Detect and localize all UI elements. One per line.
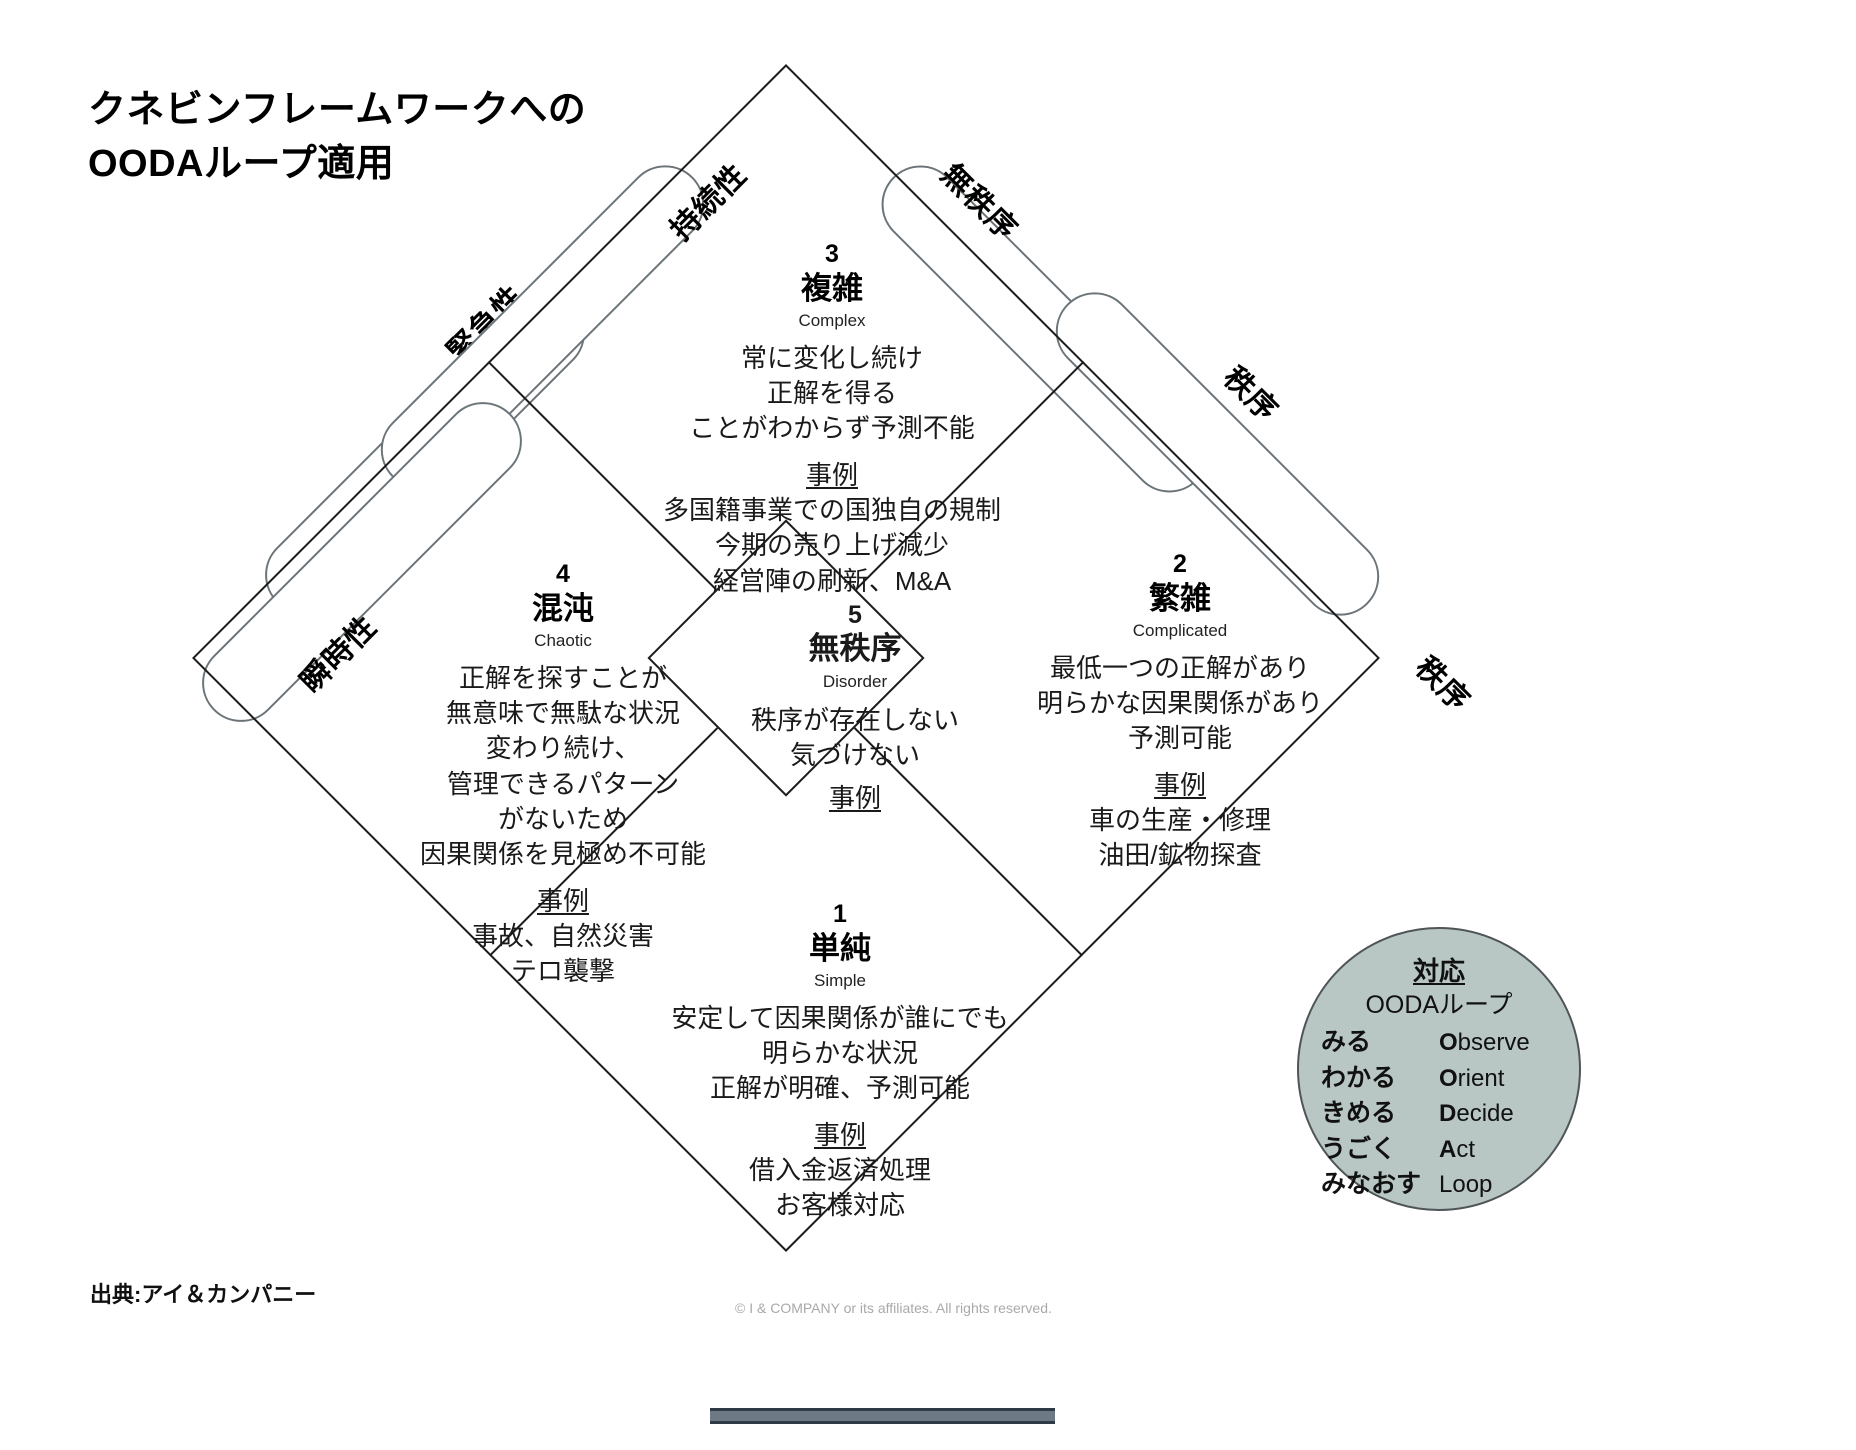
quadrant-simple-number: 1 [833, 900, 847, 928]
quadrant-complex-example-label: 事例 [805, 459, 858, 490]
ooda-subtitle: OODAループ [1365, 991, 1513, 1019]
quadrant-complex-number: 3 [825, 240, 839, 268]
page-title: クネビンフレームワークへの OODAループ適用 [88, 89, 587, 185]
quadrant-simple: 1 単純 Simple 安定して因果関係が誰にでも 明らかな状況 正解が明確、予… [640, 900, 1040, 1224]
ooda-item-en: Observe [1439, 1026, 1530, 1060]
quadrant-disorder-example-label: 事例 [828, 782, 881, 813]
quadrant-complicated-examples: 車の生産・修理 油田/鉱物探査 [1088, 804, 1271, 871]
ooda-row: うごく Act [1321, 1132, 1569, 1168]
ooda-item-initial: A [1439, 1135, 1457, 1163]
quadrant-simple-examples: 借入金返済処理 お客様対応 [748, 1154, 931, 1221]
copyright-notice: © I & COMPANY or its affiliates. All rig… [735, 1300, 1052, 1316]
quadrant-complicated-body: 最低一つの正解があり 明らかな因果関係があり 予測可能 [1036, 652, 1323, 754]
ooda-item-rest: bserve [1457, 1029, 1530, 1056]
ooda-item-en: Loop [1439, 1168, 1492, 1202]
quadrant-chaotic-title-en: Chaotic [534, 631, 592, 651]
ooda-row: みる Observe [1321, 1025, 1569, 1061]
ooda-item-jp: わかる [1321, 1063, 1397, 1092]
ooda-item-initial: O [1439, 1029, 1458, 1056]
rail-label-order-lower: 秩序 [1408, 650, 1477, 719]
quadrant-chaotic: 4 混沌 Chaotic 正解を探すことが 無意味で無駄な状況 変わり続け、 管… [398, 560, 728, 990]
bottom-decorative-bar [710, 1408, 1055, 1424]
ooda-item-en: Orient [1439, 1062, 1504, 1096]
quadrant-chaotic-body: 正解を探すことが 無意味で無駄な状況 変わり続け、 管理できるパターン がないた… [419, 662, 706, 870]
quadrant-disorder: 5 無秩序 Disorder 秩序が存在しない 気づけない 事例 [730, 600, 980, 816]
ooda-item-initial: D [1439, 1100, 1457, 1127]
quadrant-simple-title-en: Simple [814, 971, 866, 991]
ooda-item-en: Decide [1439, 1097, 1514, 1131]
ooda-list: みる Observe わかる Orient きめる Decide うごく Act… [1321, 1025, 1569, 1203]
ooda-loop-circle: 対応 OODAループ みる Observe わかる Orient きめる Dec… [1297, 927, 1581, 1211]
ooda-item-jp: きめる [1321, 1099, 1397, 1127]
quadrant-chaotic-title-jp: 混沌 [532, 590, 594, 626]
quadrant-complex-examples: 多国籍事業での国独自の規制 今期の売り上げ減少 経営陣の刷新、M&A [662, 494, 1001, 596]
source-note: 出典:アイ＆カンパニー [90, 1282, 317, 1307]
quadrant-complex-title-en: Complex [798, 311, 866, 331]
quadrant-complex-body: 常に変化し続け 正解を得る ことがわからず予測不能 [689, 342, 975, 444]
quadrant-simple-example-label: 事例 [813, 1119, 866, 1150]
ooda-item-rest: Loop [1439, 1171, 1493, 1198]
quadrant-complex: 3 複雑 Complex 常に変化し続け 正解を得る ことがわからず予測不能 事… [622, 240, 1042, 599]
ooda-item-initial: O [1439, 1064, 1458, 1092]
ooda-item-jp: うごく [1321, 1134, 1397, 1163]
quadrant-complicated-example-label: 事例 [1153, 769, 1206, 800]
ooda-item-rest: ct [1456, 1135, 1476, 1163]
quadrant-chaotic-example-label: 事例 [536, 885, 589, 916]
quadrant-disorder-title-en: Disorder [822, 671, 888, 691]
quadrant-disorder-body: 秩序が存在しない 気づけない [750, 705, 959, 771]
quadrant-disorder-title-jp: 無秩序 [808, 631, 902, 666]
quadrant-simple-body: 安定して因果関係が誰にでも 明らかな状況 正解が明確、予測可能 [671, 1002, 1009, 1104]
quadrant-chaotic-number: 4 [556, 560, 570, 588]
quadrant-complicated-title-jp: 繁雑 [1149, 580, 1211, 616]
quadrant-complex-title-jp: 複雑 [801, 270, 863, 306]
ooda-item-rest: ecide [1456, 1100, 1514, 1127]
quadrant-complicated-number: 2 [1173, 550, 1187, 578]
ooda-row: わかる Orient [1321, 1061, 1569, 1097]
quadrant-complicated: 2 繁雑 Complicated 最低一つの正解があり 明らかな因果関係があり … [1010, 550, 1350, 874]
ooda-item-jp: みなおす [1321, 1170, 1422, 1198]
ooda-item-jp: みる [1321, 1028, 1372, 1056]
ooda-row: きめる Decide [1321, 1096, 1569, 1132]
ooda-row: みなおす Loop [1321, 1167, 1569, 1203]
quadrant-disorder-number: 5 [848, 601, 862, 629]
quadrant-complicated-title-en: Complicated [1132, 621, 1228, 641]
ooda-item-en: Act [1439, 1133, 1475, 1167]
quadrant-simple-title-jp: 単純 [809, 930, 871, 966]
quadrant-chaotic-examples: 事故、自然災害 テロ襲撃 [471, 921, 654, 987]
ooda-item-rest: rient [1457, 1064, 1505, 1092]
ooda-title: 対応 [1412, 956, 1465, 986]
